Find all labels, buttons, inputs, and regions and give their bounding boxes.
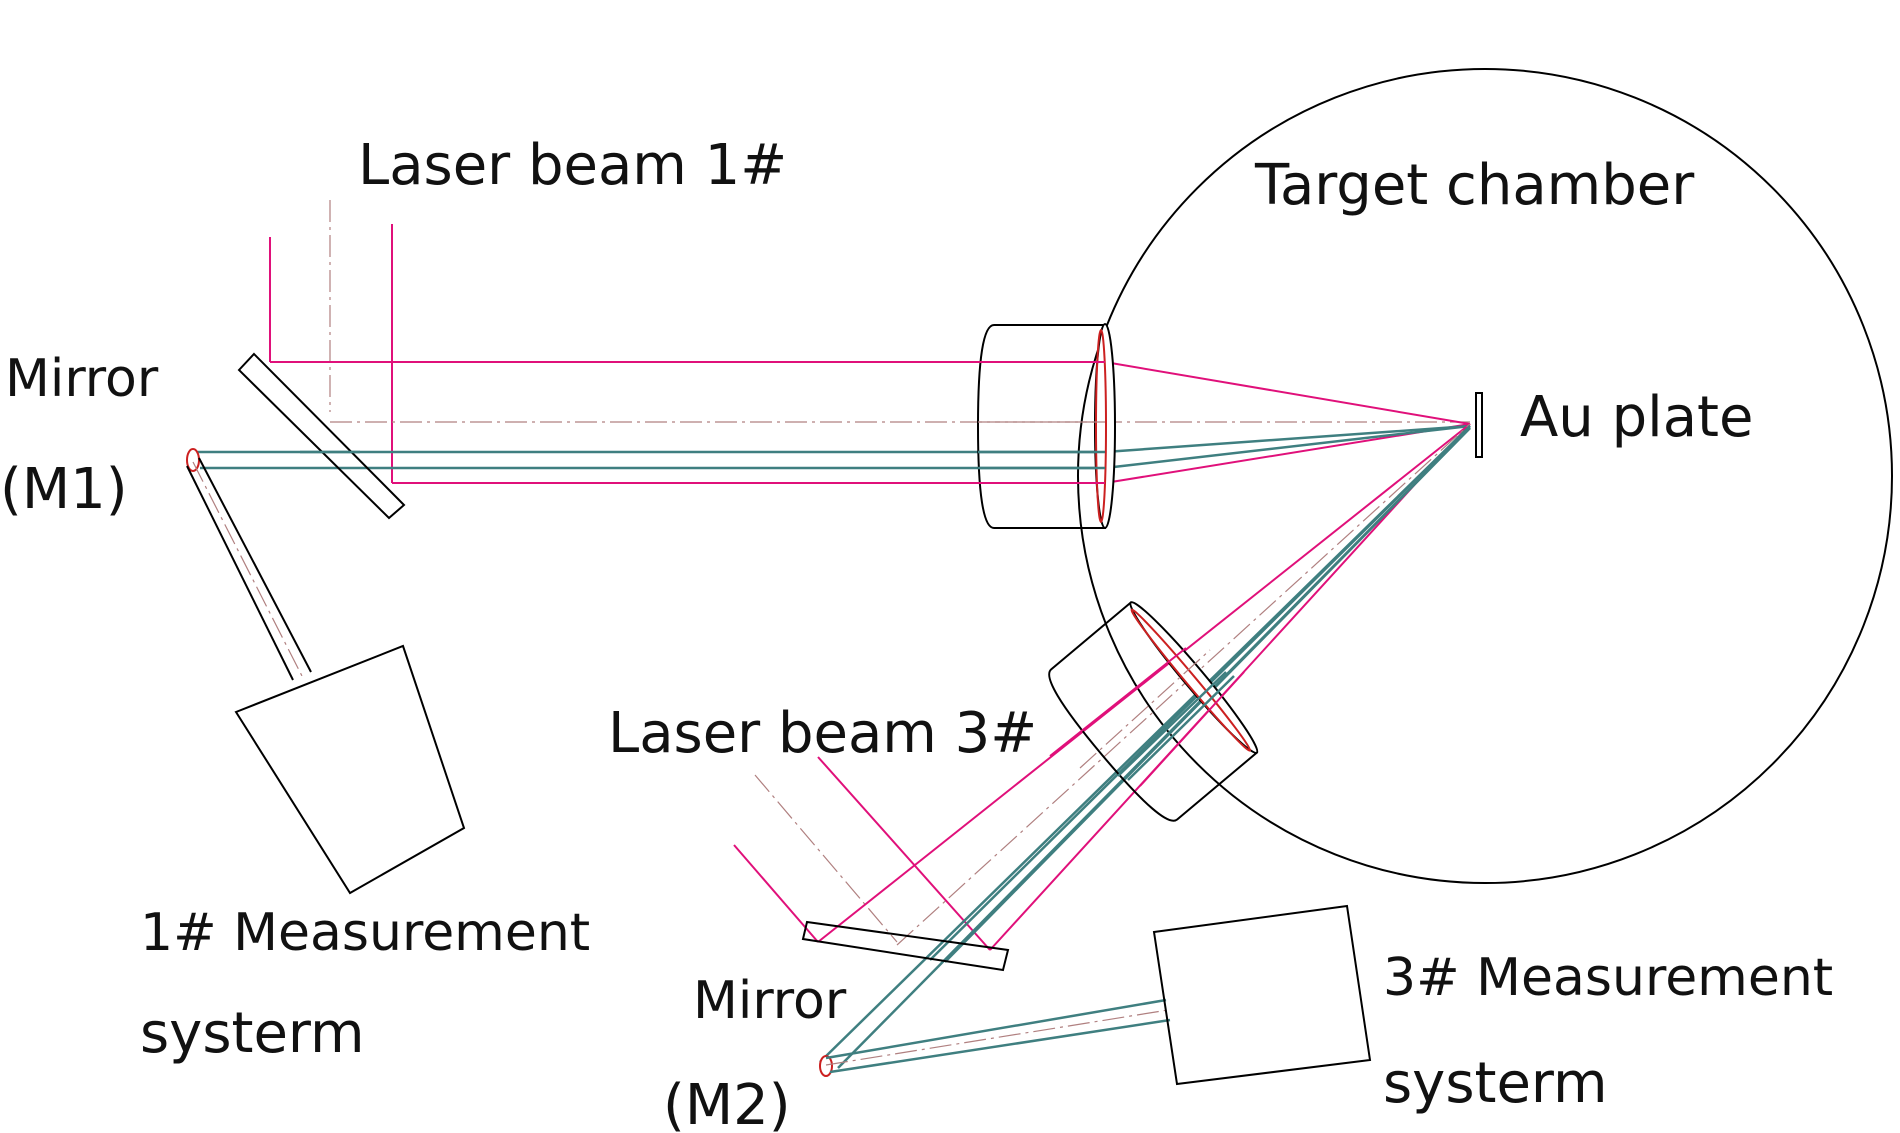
label-measurement-1-line2: systerm — [140, 1001, 365, 1066]
probe1-converge-bottom — [1104, 424, 1471, 470]
lens-3-body — [1048, 601, 1259, 822]
label-mirror-2: Mirror — [693, 971, 847, 1031]
beam3-incoming-right — [817, 756, 991, 951]
probe3-to-meas-top — [825, 998, 1167, 1060]
label-laser-beam-1: Laser beam 1# — [358, 133, 787, 198]
au-plate — [1475, 392, 1483, 458]
beam3-incoming-left — [733, 844, 819, 943]
probe3-to-meas-center — [825, 1009, 1169, 1066]
beam3-outer-left — [817, 423, 1471, 943]
beam3-centerline — [896, 423, 1471, 946]
probe1-down-center — [192, 461, 303, 677]
mirror-m2 — [801, 920, 1010, 972]
lens-1-rim — [1095, 329, 1107, 523]
target-chamber-circle — [1077, 68, 1893, 884]
beam1-converge-top — [1104, 361, 1471, 425]
probe1-converge-top — [1104, 424, 1471, 454]
label-mirror-1-id: (M1) — [0, 457, 128, 522]
measurement-system-1 — [234, 644, 466, 895]
label-mirror-2-id: (M2) — [663, 1073, 791, 1133]
probe1-down-left — [186, 465, 294, 681]
mirror-m1 — [237, 352, 406, 520]
label-target-chamber: Target chamber — [1254, 153, 1695, 218]
lens3-beam-right — [1139, 671, 1245, 787]
lens3-beam-left — [1049, 647, 1187, 757]
label-au-plate: Au plate — [1520, 385, 1753, 450]
beam3-incoming-center — [754, 774, 898, 943]
m2-reflector — [819, 1055, 833, 1077]
label-mirror-1: Mirror — [5, 349, 159, 409]
probe1-down-right — [198, 457, 312, 673]
lens3-probe-a — [1117, 671, 1227, 777]
lens-1-body — [976, 324, 1106, 529]
lens-3-rim — [1130, 608, 1252, 752]
label-measurement-1-line1: 1# Measurement — [140, 903, 590, 963]
lens-3 — [1048, 601, 1259, 822]
measurement-system-3 — [1152, 904, 1372, 1086]
lens3-probe-b — [1127, 675, 1235, 781]
probe3-to-meas-bottom — [829, 1018, 1171, 1074]
label-measurement-3-line1: 3# Measurement — [1383, 948, 1833, 1008]
lens3-centerline — [1079, 649, 1211, 769]
label-measurement-3-line2: systerm — [1383, 1051, 1608, 1116]
label-laser-beam-3: Laser beam 3# — [608, 701, 1037, 766]
